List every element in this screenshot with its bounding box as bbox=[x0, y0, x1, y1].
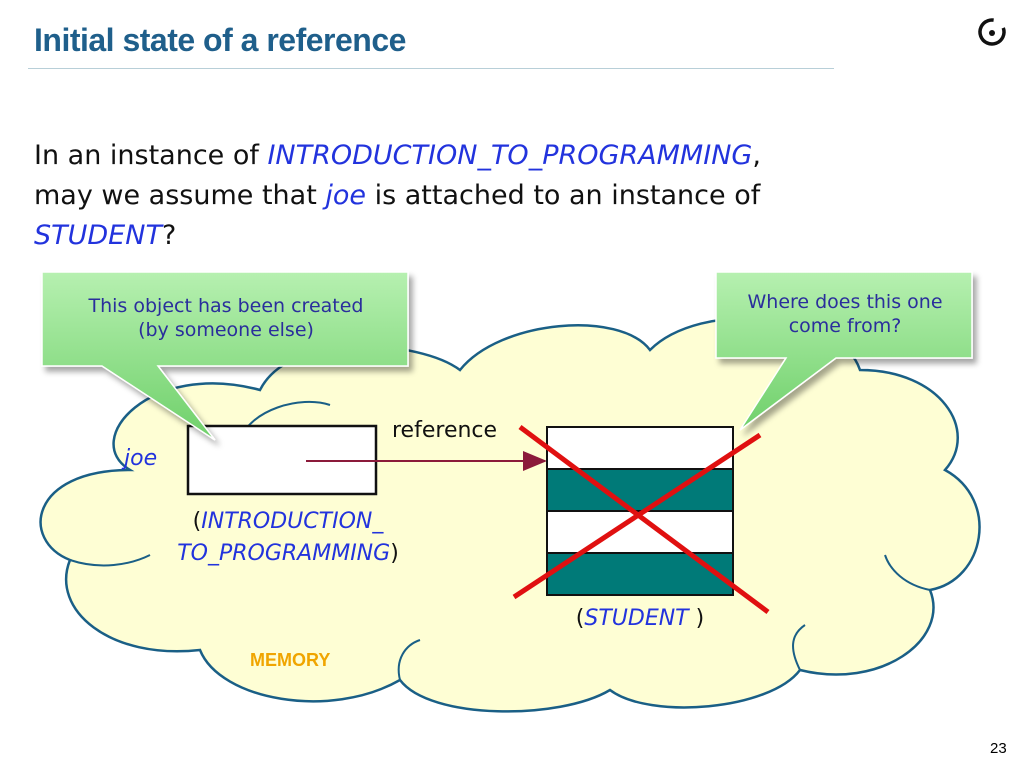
joe-label: joe bbox=[124, 446, 158, 471]
question-text-segment: is attached to an instance of bbox=[366, 180, 761, 211]
left-callout-line-1: This object has been created bbox=[88, 295, 364, 317]
paren-open: ( bbox=[192, 509, 202, 534]
question-text: In an instance of INTRODUCTION_TO_PROGRA… bbox=[34, 136, 994, 256]
left-object-type-line-1: (INTRODUCTION_ bbox=[138, 506, 438, 538]
left-callout bbox=[41, 271, 409, 441]
question-line-2: may we assume that joe is attached to an… bbox=[34, 176, 994, 216]
left-object-type-label: (INTRODUCTION_ TO_PROGRAMMING) bbox=[138, 506, 438, 570]
memory-label: MEMORY bbox=[250, 650, 331, 670]
student-object-type-label: (STUDENT ) bbox=[540, 606, 740, 631]
class-name-student: STUDENT bbox=[34, 220, 162, 251]
paren-close: ) bbox=[390, 541, 399, 566]
question-text-segment: , bbox=[752, 140, 761, 171]
left-callout-text: This object has been created (by someone… bbox=[46, 294, 406, 342]
class-name-student-label: STUDENT bbox=[584, 606, 696, 631]
reference-label: reference bbox=[392, 418, 498, 443]
cross-out-mark bbox=[512, 424, 770, 615]
class-name-introduction-part: INTRODUCTION_ bbox=[201, 509, 384, 534]
class-name-programming-part: TO_PROGRAMMING bbox=[177, 541, 391, 566]
paren-close: ) bbox=[695, 606, 705, 631]
student-field-1 bbox=[546, 426, 734, 470]
class-name-introduction: INTRODUCTION_TO_PROGRAMMING bbox=[267, 140, 753, 171]
question-line-3: STUDENT? bbox=[34, 216, 994, 256]
right-callout-line-2: come from? bbox=[788, 315, 902, 337]
question-text-segment: may we assume that bbox=[34, 180, 326, 211]
slide-title: Initial state of a reference bbox=[34, 22, 406, 58]
right-callout-text: Where does this one come from? bbox=[718, 290, 972, 338]
page-number: 23 bbox=[990, 740, 1007, 757]
variable-joe: joe bbox=[325, 180, 367, 211]
paren-open: ( bbox=[575, 606, 585, 631]
question-text-segment: In an instance of bbox=[34, 140, 268, 171]
right-callout-line-1: Where does this one bbox=[747, 291, 943, 313]
memory-cloud bbox=[39, 316, 981, 713]
left-object-type-line-2: TO_PROGRAMMING) bbox=[138, 538, 438, 570]
student-object bbox=[546, 426, 734, 596]
student-field-2 bbox=[546, 468, 734, 512]
title-divider bbox=[28, 68, 834, 69]
left-callout-line-2: (by someone else) bbox=[138, 319, 314, 341]
right-callout bbox=[715, 271, 973, 431]
question-line-1: In an instance of INTRODUCTION_TO_PROGRA… bbox=[34, 136, 994, 176]
question-text-segment: ? bbox=[161, 220, 177, 251]
logo-icon bbox=[978, 18, 1006, 46]
